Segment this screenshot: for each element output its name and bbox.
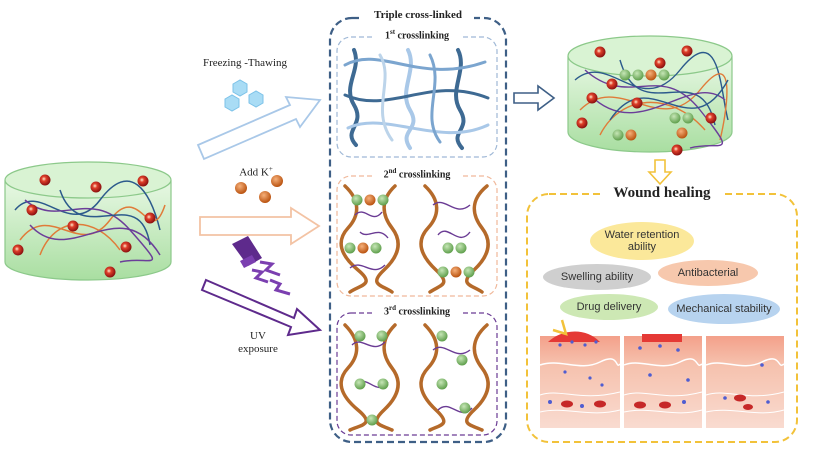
water-retention-pill: Water retention ability [590, 222, 694, 260]
drug-delivery-pill: Drug delivery [560, 294, 658, 320]
third-crosslinking-label: 3rd crosslinking [372, 304, 462, 318]
triple-crosslinked-panel [328, 16, 508, 444]
uv-label-line2: exposure [238, 342, 278, 355]
second-text: crosslinking [396, 169, 451, 181]
red-particles [12, 174, 156, 278]
first-crosslinking-label: 1st crosslinking [372, 28, 462, 42]
triple-crosslinked-hydrogel [567, 35, 733, 156]
first-num: 1 [384, 30, 390, 42]
second-sup: nd [388, 167, 397, 175]
skin-tissue-panels [539, 319, 785, 428]
second-crosslinking-label: 2nd crosslinking [372, 167, 462, 181]
uv-lamp-icon [232, 236, 291, 296]
add-potassium-label: Add K+ [226, 165, 286, 179]
first-crosslinking-box [336, 29, 498, 158]
first-sup: st [389, 28, 396, 36]
add-k-arrow [199, 206, 321, 246]
freezing-thawing-label: Freezing -Thawing [203, 57, 287, 69]
antibacterial-pill: Antibacterial [658, 260, 758, 286]
third-num: 3 [384, 306, 389, 318]
wound-healing-title: Wound healing [613, 185, 711, 201]
to-wound-healing-arrow [647, 159, 673, 186]
add-k-text: Add K [239, 166, 269, 179]
uv-exposure-label: UV exposure [228, 330, 288, 355]
first-text: crosslinking [395, 30, 450, 42]
third-sup: rd [389, 304, 396, 312]
second-num: 2 [383, 169, 389, 181]
third-text: crosslinking [396, 306, 451, 318]
uv-label-line1: UV [250, 330, 266, 342]
freeze-thaw-arrow [196, 95, 322, 161]
second-crosslinking-box [336, 168, 498, 297]
potassium-ions [235, 175, 283, 203]
uv-arrow [200, 278, 323, 337]
ice-crystals-icon [224, 79, 264, 112]
to-final-hydrogel-arrow [513, 84, 556, 112]
third-crosslinking-box [336, 305, 498, 436]
initial-hydrogel [4, 161, 172, 281]
triple-crosslinked-title: Triple cross-linked [374, 9, 462, 21]
swelling-ability-pill: Swelling ability [543, 264, 651, 290]
k-plus-sup: + [268, 165, 273, 173]
mechanical-stability-pill: Mechanical stability [668, 294, 780, 324]
